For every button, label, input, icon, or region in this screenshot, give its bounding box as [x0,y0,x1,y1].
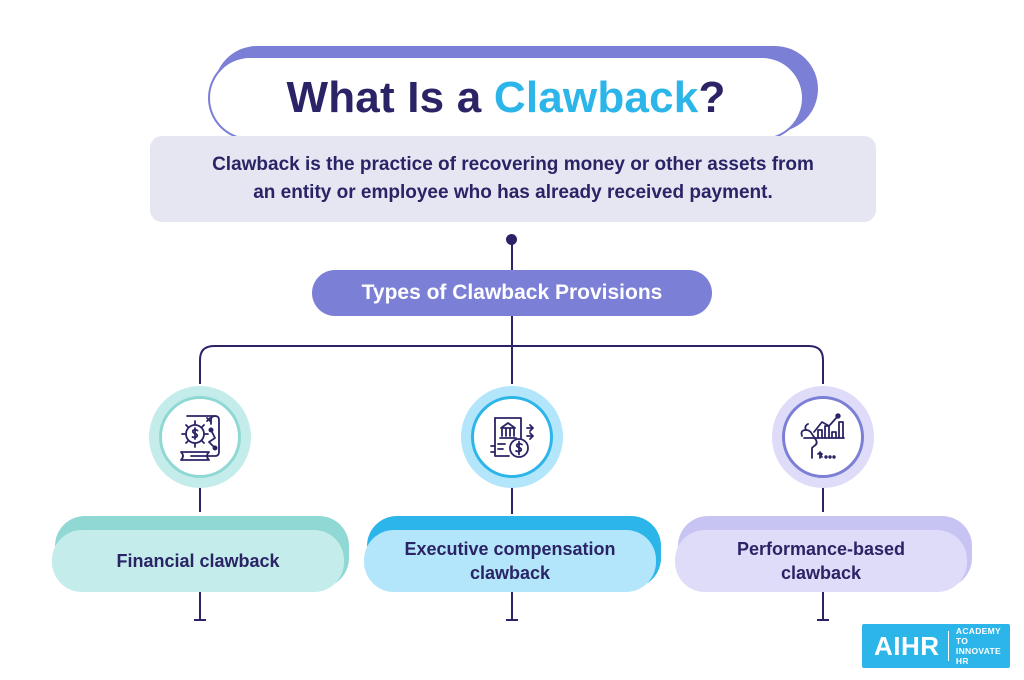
definition-box: Clawback is the practice of recovering m… [150,136,876,222]
connector-dot [506,234,517,245]
connector-right-end [817,592,829,621]
provisions-label: Types of Clawback Provisions [361,281,663,304]
performance-icon-circle [772,386,874,488]
hand-bar-chart-icon [800,413,845,459]
connector-middle-end [506,592,518,621]
definition-line-2: an entity or employee who has already re… [253,182,773,203]
title-accent: Clawback [493,73,699,122]
connector-left-end [194,592,206,621]
financial-gear-document-icon [180,415,220,461]
provisions-pill: Types of Clawback Provisions [312,270,712,316]
title-suffix: ? [698,73,726,122]
logo-main-text: AIHR [874,630,940,661]
financial-icon-circle [149,386,251,488]
connector-line-top [511,240,513,270]
definition-text: Clawback is the practice of recovering m… [212,151,814,207]
definition-line-1: Clawback is the practice of recovering m… [212,154,814,175]
bank-document-dollar-icon [490,417,534,458]
title-prefix: What Is a [286,73,494,122]
financial-pill: Financial clawback [52,530,344,592]
logo-divider [947,631,949,661]
title-pill: What Is a Clawback? [208,56,804,140]
financial-label: Financial clawback [116,551,280,571]
page-title: What Is a Clawback? [286,73,725,123]
executive-icon-circle [461,386,563,488]
